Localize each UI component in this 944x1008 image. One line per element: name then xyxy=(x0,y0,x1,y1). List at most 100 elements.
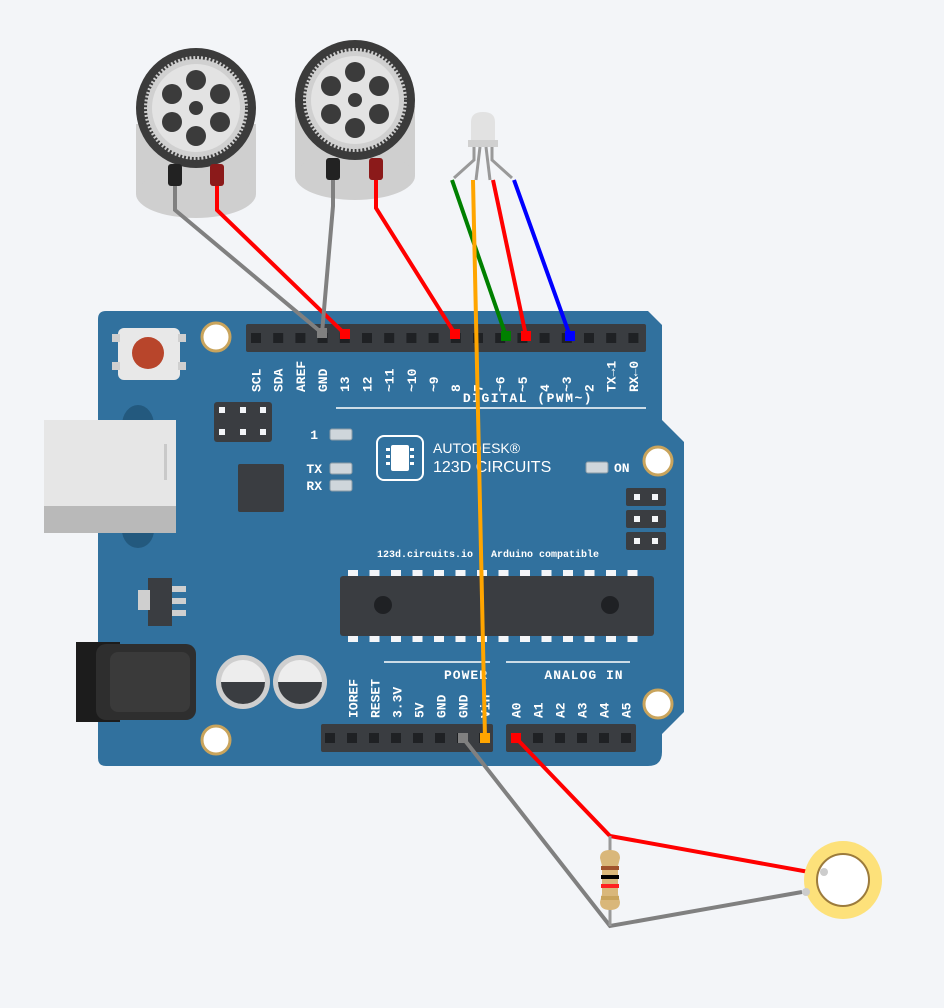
icsp-header-left xyxy=(214,402,272,442)
capacitor xyxy=(216,655,270,709)
wire-red[interactable] xyxy=(491,179,528,337)
power-pin-label: 3.3V xyxy=(390,687,405,718)
chip-leg xyxy=(606,570,616,578)
chip-leg xyxy=(498,570,509,578)
header-pin-hole[interactable] xyxy=(384,333,395,343)
tx-label: TX xyxy=(306,462,322,477)
chip-leg xyxy=(584,570,595,578)
mounting-hole xyxy=(200,321,232,353)
wire-green[interactable] xyxy=(450,179,508,337)
header-pin-hole[interactable] xyxy=(295,333,306,343)
wire-gray[interactable] xyxy=(173,186,324,335)
header-pin-hole[interactable] xyxy=(435,733,445,743)
analog-header xyxy=(506,724,636,752)
speaker-right[interactable] xyxy=(295,40,415,200)
led-1-label: 1 xyxy=(310,428,318,443)
digital-pin-label: 12 xyxy=(360,376,375,392)
chip-leg xyxy=(627,570,638,578)
reset-button[interactable] xyxy=(112,328,186,380)
digital-pin-label: GND xyxy=(316,368,331,392)
wire-blue[interactable] xyxy=(512,179,572,337)
digital-pin-label: 8 xyxy=(449,384,464,392)
header-pin-hole[interactable] xyxy=(577,733,587,743)
digital-pin-label: 13 xyxy=(338,376,353,392)
chip-leg xyxy=(391,570,401,578)
speaker-left[interactable] xyxy=(136,48,256,218)
rx-indicator xyxy=(329,479,353,492)
power-pin-label: IOREF xyxy=(346,679,361,718)
wire-gray[interactable] xyxy=(320,180,335,334)
header-pin-hole[interactable] xyxy=(606,333,617,343)
wire-gray[interactable] xyxy=(461,736,803,929)
resistor[interactable] xyxy=(600,836,620,926)
chip-leg xyxy=(584,634,595,642)
speaker-right-pin-red xyxy=(369,158,383,180)
digital-pin-label: SDA xyxy=(272,368,287,392)
power-header xyxy=(321,724,493,752)
logo-line-2: 123D CIRCUITS xyxy=(433,459,551,476)
header-pin-hole[interactable] xyxy=(495,333,506,343)
dc-power-jack xyxy=(76,642,196,722)
analog-pin-label: A4 xyxy=(597,702,612,718)
piezo-sensor[interactable] xyxy=(802,841,882,919)
header-pin-hole[interactable] xyxy=(406,333,417,343)
header-pin-hole[interactable] xyxy=(628,333,639,343)
header-pin-hole[interactable] xyxy=(325,733,335,743)
digital-pin-label: AREF xyxy=(294,361,309,392)
chip-leg xyxy=(541,570,552,578)
chip-leg xyxy=(563,570,573,578)
mounting-hole xyxy=(642,688,674,720)
chip-leg xyxy=(348,634,358,642)
header-pin-hole[interactable] xyxy=(533,733,543,743)
header-pin-hole[interactable] xyxy=(413,733,423,743)
mounting-hole xyxy=(642,445,674,477)
digital-pin-label: SCL xyxy=(249,368,264,392)
header-pin-hole[interactable] xyxy=(428,333,439,343)
capacitor xyxy=(273,655,327,709)
digital-pin-label: ~5 xyxy=(516,376,531,392)
header-pin-hole[interactable] xyxy=(251,333,261,343)
digital-pin-label: ~6 xyxy=(494,376,509,392)
digital-pin-label: ~11 xyxy=(383,368,398,392)
header-pin-hole[interactable] xyxy=(599,733,609,743)
header-pin-hole[interactable] xyxy=(555,733,565,743)
digital-pin-label: ~3 xyxy=(560,376,575,392)
power-title: POWER xyxy=(444,668,488,683)
icsp-header-right xyxy=(626,488,666,550)
digital-pin-label: RX←0 xyxy=(627,361,642,392)
autodesk-logo xyxy=(376,435,424,481)
wire-orange[interactable] xyxy=(471,179,487,739)
analog-pin-label: A5 xyxy=(619,702,634,718)
chip-leg xyxy=(541,634,552,642)
chip-leg xyxy=(498,634,509,642)
wire-red[interactable] xyxy=(374,180,457,336)
analog-pin-label: A2 xyxy=(553,702,568,718)
chip-leg xyxy=(391,634,401,642)
microcontroller-chip xyxy=(340,570,654,642)
header-pin-hole[interactable] xyxy=(369,733,379,743)
chip-leg xyxy=(369,634,380,642)
chip-leg xyxy=(369,570,380,578)
header-pin-hole[interactable] xyxy=(273,333,284,343)
chip-leg xyxy=(563,634,573,642)
wire-red[interactable] xyxy=(215,186,347,336)
analog-title: ANALOG IN xyxy=(544,668,623,683)
header-pin-hole[interactable] xyxy=(347,733,357,743)
header-pin-hole[interactable] xyxy=(621,733,631,743)
chip-leg xyxy=(434,570,444,578)
on-indicator xyxy=(585,461,609,474)
digital-pin-label: ~9 xyxy=(427,376,442,392)
chip-leg xyxy=(348,570,358,578)
power-pin-label: RESET xyxy=(368,679,383,718)
header-pin-hole[interactable] xyxy=(584,333,594,343)
digital-pin-label: TX→1 xyxy=(605,361,620,392)
rgb-led[interactable] xyxy=(452,112,514,181)
header-pin-hole[interactable] xyxy=(362,333,372,343)
header-pin-hole[interactable] xyxy=(391,733,401,743)
digital-title: DIGITAL (PWM~) xyxy=(463,391,593,406)
header-pin-hole[interactable] xyxy=(539,333,550,343)
